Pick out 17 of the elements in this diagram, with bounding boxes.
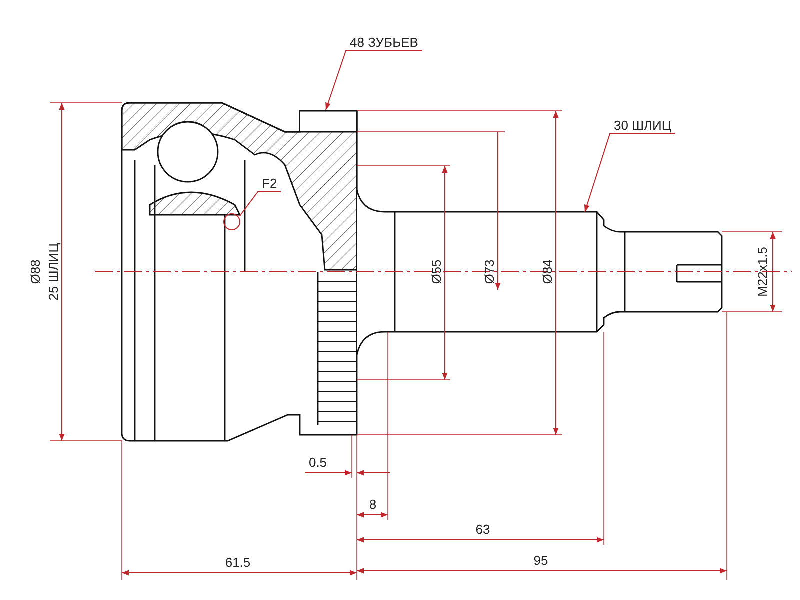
dimension-text: 95 [534,554,548,568]
callout-text: 48 ЗУБЬЕВ [350,36,418,50]
dimension-text: Ø73 [483,260,497,284]
dimension-text: 0.5 [308,456,328,470]
dimension-text: Ø84 [541,260,555,284]
dimension-text: 25 ШЛИЦ [47,243,61,301]
callout-text: F2 [262,177,278,191]
leader-line [584,134,676,212]
leader-line [224,192,282,230]
callout-text: 30 ШЛИЦ [614,119,672,133]
dimension-text: 61.5 [225,556,251,570]
dimension-text: Ø88 [29,260,43,284]
dimension-text: Ø55 [430,260,444,284]
dimension-text: 63 [476,523,490,537]
leader-line [326,50,423,110]
dimension-text: 8 [369,498,377,512]
dimension-text: M22x1.5 [756,247,770,297]
